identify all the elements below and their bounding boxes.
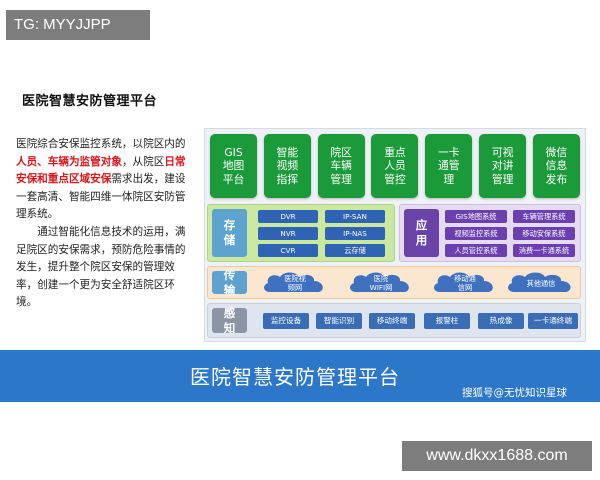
app-module-gis: GIS 地图 平台: [210, 134, 257, 198]
cloud-icon: [350, 272, 409, 292]
transport-layer: 传 输 医院视 频网 医院 WIFI网 移动通 信网 其他通信: [207, 266, 581, 299]
sensing-thermal-imaging: 热成像: [478, 313, 524, 329]
sensing-alarm-pillar: 报警柱: [424, 313, 470, 329]
storage-cvr: CVR: [258, 244, 318, 257]
storage-ip-san: IP-SAN: [325, 210, 385, 223]
app-gis-system: GIS地图系统: [445, 210, 507, 223]
description-highlight-1: 人员、车辆为监管对象: [16, 155, 122, 168]
network-label: 移动通 信网: [454, 274, 476, 292]
network-other-cloud: 其他通信: [504, 270, 578, 296]
storage-nvr: NVR: [258, 227, 318, 240]
cloud-icon: [264, 272, 323, 292]
app-module-video: 智能 视频 指挥: [263, 134, 311, 198]
sensing-mobile-terminal: 移动终端: [369, 313, 415, 329]
storage-ip-nas: IP-NAS: [325, 227, 385, 240]
sohu-watermark: 搜狐号@无忧知识星球: [462, 387, 567, 399]
transport-layer-label: 传 输: [212, 268, 247, 297]
app-module-personnel: 重点 人员 管控: [371, 134, 419, 198]
tg-badge: TG: MYYJJPP: [6, 10, 150, 40]
storage-layer-label: 存 储: [212, 209, 247, 257]
description-paragraph-2: 通过智能化信息技术的运用，满足院区的安保需求，预防危险事情的发生，提升整个院区安…: [16, 225, 186, 309]
description-highlight-2: 日常安保和重点区域安保: [16, 155, 186, 186]
description-text-c: 需求出发，建设一套高清、智能四维一体院区安防管理系统。: [16, 173, 186, 221]
storage-layer: 存 储 DVR IP-SAN NVR IP-NAS CVR 云存储: [207, 204, 395, 262]
app-module-card: 一卡 通管 理: [425, 134, 473, 198]
app-consumption-card-system: 消费一卡通系统: [513, 244, 575, 257]
storage-dvr: DVR: [258, 210, 318, 223]
app-mobile-security-system: 移动安保系统: [513, 227, 575, 240]
cloud-icon: [508, 272, 571, 292]
app-module-intercom: 可视 对讲 管理: [479, 134, 527, 198]
sensing-monitor-device: 监控设备: [263, 313, 309, 329]
network-label: 医院视 频网: [284, 274, 306, 292]
application-module-row: GIS 地图 平台 智能 视频 指挥 院区 车辆 管理 重点 人员 管控 一卡 …: [210, 134, 580, 198]
slide-title: 医院智慧安防管理平台: [22, 94, 158, 109]
url-badge: www.dkxx1688.com: [402, 441, 592, 471]
app-module-wechat: 微信 信息 发布: [532, 134, 580, 198]
architecture-diagram: GIS 地图 平台 智能 视频 指挥 院区 车辆 管理 重点 人员 管控 一卡 …: [204, 128, 586, 342]
app-vehicle-system: 车辆管理系统: [513, 210, 575, 223]
app-video-system: 视频监控系统: [445, 227, 507, 240]
network-hospital-video-cloud: 医院视 频网: [260, 270, 330, 296]
description-text-b: ，从院区: [121, 155, 165, 168]
sensing-card-terminal: 一卡通终端: [528, 313, 578, 329]
storage-cloud: 云存储: [325, 244, 385, 257]
sensing-layer-label: 感 知: [212, 306, 247, 335]
app-module-vehicle: 院区 车辆 管理: [317, 134, 365, 198]
network-mobile-cloud: 移动通 信网: [430, 270, 500, 296]
application-layer-label: 应 用: [404, 209, 439, 257]
app-personnel-system: 人员管控系统: [445, 244, 507, 257]
cloud-icon: [434, 272, 493, 292]
description-text: 医院综合安保监控系统，以院区内的人员、车辆为监管对象，从院区日常安保和重点区域安…: [16, 136, 196, 312]
banner-title: 医院智慧安防管理平台: [190, 365, 400, 389]
description-paragraph-1: 医院综合安保监控系统，以院区内的人员、车辆为监管对象，从院区日常安保和重点区域安…: [16, 136, 196, 224]
network-label: 其他通信: [526, 279, 556, 288]
sensing-layer: 感 知 监控设备 智能识别 移动终端 报警柱 热成像 一卡通终端: [207, 303, 581, 338]
description-text-a: 医院综合安保监控系统，以院区内的: [16, 138, 186, 150]
bottom-banner: 医院智慧安防管理平台: [0, 350, 600, 402]
network-hospital-wifi-cloud: 医院 WIFI网: [346, 270, 416, 296]
sensing-smart-recognition: 智能识别: [316, 313, 362, 329]
application-layer: 应 用 GIS地图系统 车辆管理系统 视频监控系统 移动安保系统 人员管控系统 …: [399, 204, 581, 262]
network-label: 医院 WIFI网: [369, 274, 393, 292]
